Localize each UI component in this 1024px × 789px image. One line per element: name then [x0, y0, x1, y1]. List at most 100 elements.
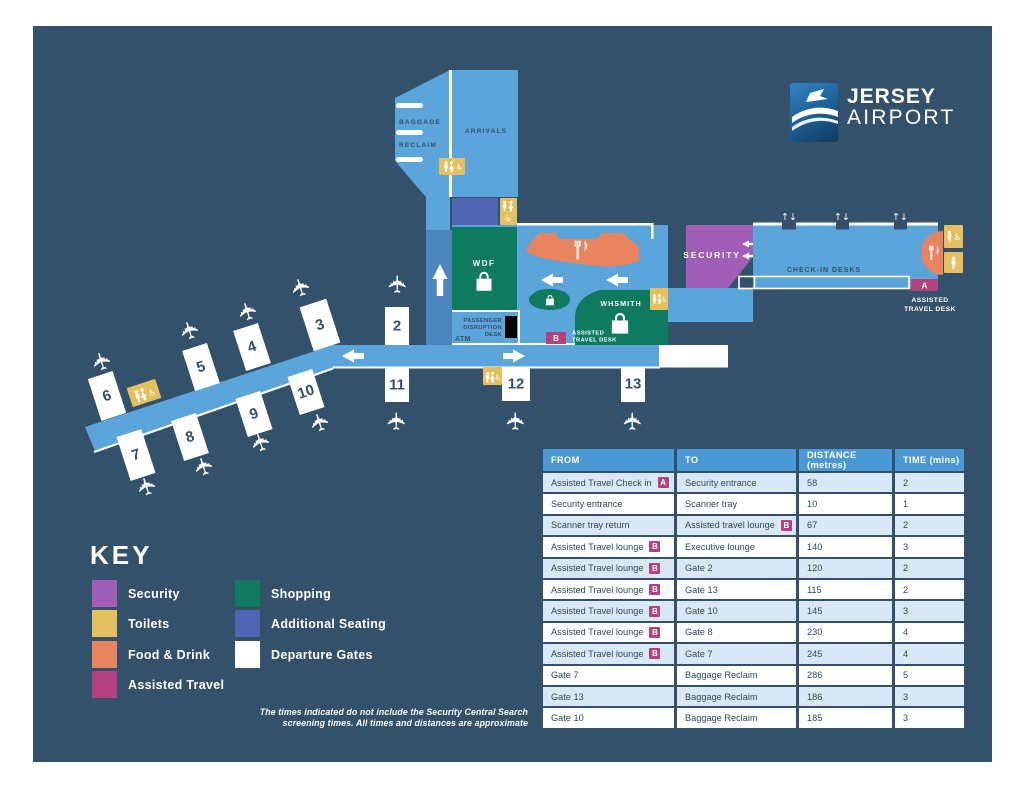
- location-badge: A: [657, 477, 669, 489]
- logo-text: JERSEY AIRPORT: [847, 86, 955, 142]
- table-cell-from: Security entrance: [543, 494, 674, 514]
- key-label: Additional Seating: [271, 616, 387, 631]
- food-drink-swatch: [92, 641, 117, 668]
- gate-13: 13: [621, 367, 645, 402]
- pdd-side-wall: [518, 310, 520, 345]
- wheelchair-icon: ♿: [495, 373, 502, 382]
- assisted-travel-desk-b: B ASSISTED TRAVEL DESK: [546, 331, 617, 344]
- key-item-shopping: Shopping: [235, 580, 331, 607]
- entrance-door: [782, 222, 796, 230]
- baggage-belt: [396, 130, 423, 135]
- table-cell-time: 3: [895, 537, 964, 557]
- location-badge: B: [649, 584, 661, 596]
- security-area: [686, 225, 753, 288]
- gate-12: 12: [502, 367, 530, 401]
- checkin-hall: [753, 225, 938, 289]
- location-badge: B: [649, 626, 661, 638]
- whsmith-shop: [575, 290, 668, 345]
- pdd-label: DISRUPTION: [463, 325, 502, 331]
- table-cell-to: Baggage Reclaim: [677, 665, 796, 685]
- airplane-icon: ✈: [304, 408, 337, 436]
- table-cell-distance: 286: [799, 665, 892, 685]
- svg-text:TRAVEL DESK: TRAVEL DESK: [572, 338, 617, 344]
- gate-4: 4: [233, 323, 271, 371]
- logo-swoosh-icon: [792, 89, 838, 131]
- table-cell-time: 2: [895, 473, 964, 493]
- pier-corridor: [85, 345, 333, 451]
- reclaim-label: RECLAIM: [399, 142, 437, 149]
- door-arrows-icon: ↑↓: [892, 212, 908, 223]
- table-cell-from: Scanner tray return: [543, 515, 674, 536]
- table-cell-distance: 145: [799, 601, 892, 621]
- toilets-checkin-accessible: ♿: [944, 225, 963, 248]
- whsmith-label: WHSMITH: [600, 299, 641, 308]
- footnote-line2: screening times. All times and distances…: [282, 717, 528, 728]
- logo-mark: [790, 83, 838, 142]
- airplane-icon: ✈: [232, 297, 265, 325]
- wheelchair-icon: ♿: [661, 296, 667, 304]
- wheelchair-icon: ♿: [456, 163, 463, 172]
- table-cell-distance: 120: [799, 558, 892, 578]
- additional-seating-arrivals: [452, 198, 498, 225]
- key-label: Assisted Travel: [128, 677, 225, 692]
- direction-arrow-left: [541, 273, 563, 287]
- east-link-room: [659, 345, 728, 368]
- toilets-lounge: ♿: [650, 288, 668, 310]
- table-cell-time: 2: [895, 579, 964, 600]
- lounge-top-wall: [517, 223, 653, 226]
- table-cell-distance: 186: [799, 686, 892, 707]
- svg-text:2: 2: [393, 318, 401, 335]
- wdf-label: WDF: [473, 259, 496, 268]
- table-cell-distance: 67: [799, 515, 892, 536]
- key-item-assisted-travel: Assisted Travel: [92, 671, 224, 698]
- table-cell-time: 2: [895, 558, 964, 578]
- pdd-label: DESK: [485, 332, 503, 338]
- gate-7: 7: [116, 429, 156, 481]
- gate-6: 6: [87, 371, 127, 421]
- location-badge: B: [649, 605, 661, 617]
- table-cell-time: 3: [895, 601, 964, 621]
- svg-text:10: 10: [295, 381, 316, 402]
- airplane-icon: ✈: [502, 411, 530, 431]
- airplane-icon: ✈: [619, 411, 647, 431]
- column-header-distance: DISTANCE (metres): [799, 449, 892, 471]
- table-cell-distance: 58: [799, 473, 892, 493]
- key-item-food-drink: Food & Drink: [92, 641, 210, 668]
- checkin-desks-outline: [738, 275, 910, 290]
- direction-arrow-up: [432, 264, 448, 296]
- footnote-line1: The times indicated do not include the S…: [259, 707, 528, 717]
- svg-text:TRAVEL DESK: TRAVEL DESK: [904, 306, 956, 313]
- table-cell-distance: 230: [799, 622, 892, 643]
- direction-arrow-left: [342, 349, 364, 363]
- entrance-door: [894, 222, 907, 230]
- assisted-travel-desk-a: A ASSISTED TRAVEL DESK: [904, 279, 956, 313]
- table-cell-distance: 140: [799, 537, 892, 557]
- table-cell-distance: 10: [799, 494, 892, 514]
- table-cell-to: Baggage Reclaim: [677, 686, 796, 707]
- key-label: Shopping: [271, 586, 332, 601]
- toilets-swatch: [92, 610, 117, 637]
- entrance-wall: [907, 222, 938, 226]
- key-label: Toilets: [128, 616, 170, 631]
- baggage-belt: [396, 157, 423, 162]
- table-cell-time: 5: [895, 665, 964, 685]
- security-swatch: [92, 580, 117, 607]
- checkin-desks-label: CHECK-IN DESKS: [787, 267, 861, 274]
- table-cell-time: 4: [895, 622, 964, 643]
- passenger-disruption-desk: [505, 316, 517, 338]
- entrance-wall: [753, 222, 782, 226]
- table-cell-time: 4: [895, 644, 964, 664]
- security-exit-walkway: [660, 288, 753, 322]
- table-cell-from: Gate 13: [543, 686, 674, 707]
- direction-arrow-left: [606, 273, 628, 287]
- jersey-airport-logo: JERSEY AIRPORT: [790, 83, 955, 142]
- gate-2: 2: [385, 307, 409, 345]
- pdd-separator-wall: [452, 310, 520, 312]
- door-arrows-icon: ↑↓: [781, 212, 797, 223]
- gate-10: 10: [287, 368, 325, 416]
- svg-text:A: A: [921, 281, 927, 291]
